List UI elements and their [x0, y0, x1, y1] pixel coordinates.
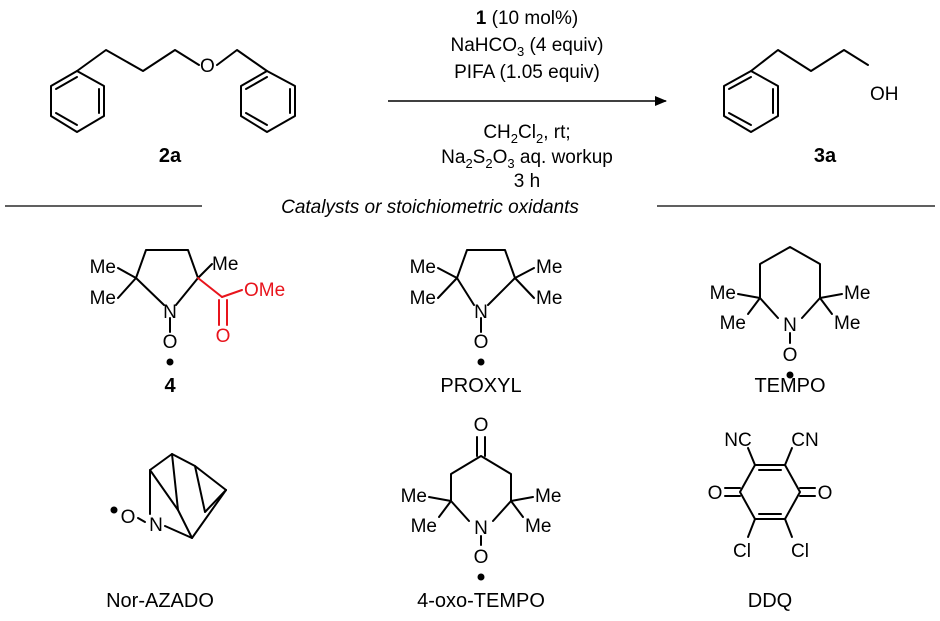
condition-base: NaHCO3 (4 equiv): [451, 35, 604, 59]
proxyl-radical-dot: [477, 358, 485, 366]
proxyl-nitrogen: N: [474, 302, 488, 323]
proxyl-methyl-3: Me: [536, 257, 562, 278]
section-title: Catalysts or stoichiometric oxidants: [281, 197, 579, 218]
oxo-tempo-methyl-4: Me: [525, 516, 551, 537]
propyl-chain: [76, 49, 200, 72]
starting-material-2a: O 2a: [50, 49, 296, 167]
oxo-tempo-methyl-1: Me: [401, 486, 427, 507]
catalyst-4-radical-dot: [166, 358, 174, 366]
proxyl-oxygen: O: [474, 332, 489, 353]
ether-oxygen: O: [200, 56, 215, 77]
tempo-methyl-1: Me: [710, 283, 736, 304]
product-3a: OH 3a: [723, 49, 899, 167]
oxo-tempo-radical-dot: [477, 573, 485, 581]
catalyst-4-methyl-2: Me: [90, 288, 116, 309]
oxo-tempo-label: 4-oxo-TEMPO: [417, 590, 545, 612]
proxyl-label: PROXYL: [440, 375, 521, 397]
nor-azado-label: Nor-AZADO: [106, 590, 214, 612]
ddq-chlorine-2: Cl: [791, 541, 809, 562]
condition-catalyst: 1 (10 mol%): [476, 8, 578, 29]
ddq-chlorine-1: Cl: [733, 541, 751, 562]
starting-material-label: 2a: [159, 145, 182, 167]
ddq-structure: NC CN O O Cl Cl DDQ: [708, 430, 833, 612]
tempo-methyl-2: Me: [720, 313, 746, 334]
tempo-ring: [759, 246, 821, 319]
nor-azado-oxygen: O: [121, 507, 136, 528]
catalyst-4-methyl-3: Me: [212, 254, 238, 275]
oxo-tempo-structure: O N O Me Me Me Me 4-oxo-TEMPO: [401, 415, 562, 612]
catalyst-4-ring: [135, 249, 199, 306]
product-benzene-ring: [723, 70, 779, 133]
condition-workup: Na2S2O3 aq. workup: [441, 147, 613, 171]
condition-oxidant: PIFA (1.05 equiv): [454, 62, 600, 83]
catalyst-4-carbonyl-oxygen: O: [216, 326, 231, 347]
catalyst-4-methyl-1: Me: [90, 257, 116, 278]
nor-azado-structure: O N Nor-AZADO: [106, 453, 227, 612]
tempo-structure: N O Me Me Me Me TEMPO: [710, 246, 870, 397]
proxyl-methyl-1: Me: [410, 257, 436, 278]
proxyl-methyl-4: Me: [536, 288, 562, 309]
oxo-tempo-keto-oxygen: O: [474, 415, 489, 436]
proxyl-structure: N O Me Me Me Me PROXYL: [410, 249, 562, 397]
tempo-methyl-3: Me: [844, 283, 870, 304]
catalyst-4-methoxy: OMe: [244, 280, 285, 301]
catalyst-4-oxygen: O: [163, 332, 178, 353]
product-label: 3a: [814, 145, 837, 167]
ddq-nitrile-2: CN: [791, 430, 818, 451]
benzyl-linker: [216, 49, 268, 72]
proxyl-ring: [456, 249, 516, 306]
oxo-tempo-nitrogen: N: [474, 518, 488, 539]
condition-time: 3 h: [514, 171, 540, 192]
tempo-methyl-4: Me: [834, 313, 860, 334]
catalyst-4-nitrogen: N: [163, 302, 177, 323]
benzene-ring-left: [50, 70, 105, 133]
catalyst-4-label: 4: [164, 375, 176, 397]
tempo-radical-dot: [786, 371, 794, 379]
tempo-label: TEMPO: [754, 375, 825, 397]
oxo-tempo-methyl-2: Me: [411, 516, 437, 537]
ddq-oxygen-2: O: [818, 483, 833, 504]
ddq-oxygen-1: O: [708, 483, 723, 504]
product-chain: [750, 49, 869, 72]
nor-azado-nitrogen: N: [149, 515, 163, 536]
catalyst-4-structure: N O Me Me Me OMe O 4: [90, 249, 285, 397]
condition-solvent: CH2Cl2, rt;: [483, 122, 570, 146]
oxo-tempo-methyl-3: Me: [535, 486, 561, 507]
oxo-tempo-ring: [450, 455, 512, 522]
ddq-nitrile-1: NC: [724, 430, 751, 451]
tempo-nitrogen: N: [783, 315, 797, 336]
ddq-label: DDQ: [748, 590, 792, 612]
oxo-tempo-oxygen: O: [474, 547, 489, 568]
nor-azado-radical-dot: [110, 506, 118, 514]
ddq-ring: [739, 464, 801, 520]
proxyl-methyl-2: Me: [410, 288, 436, 309]
tempo-oxygen: O: [783, 345, 798, 366]
benzene-ring-right: [240, 70, 296, 133]
nor-azado-cage: [149, 453, 227, 539]
hydroxyl-group: OH: [870, 84, 899, 105]
